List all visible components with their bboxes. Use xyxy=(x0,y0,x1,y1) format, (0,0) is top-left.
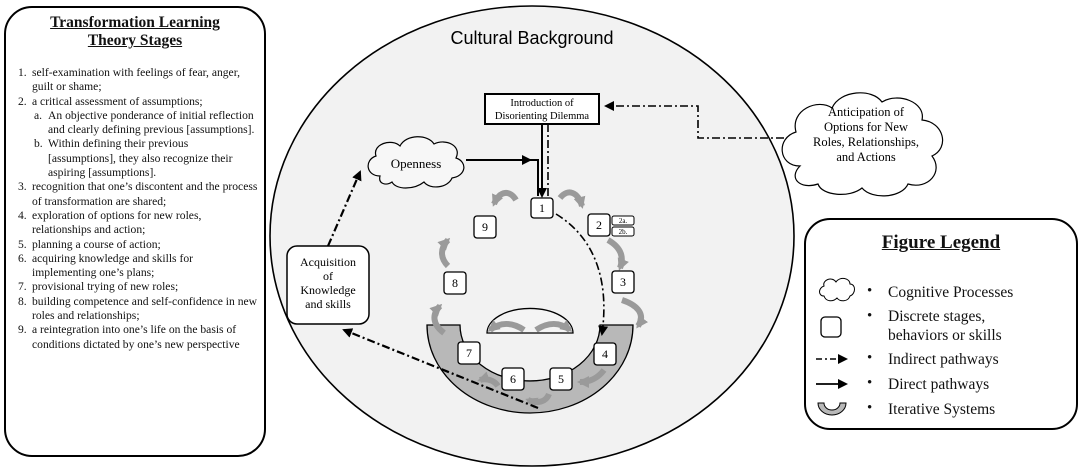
legend-bullet: • xyxy=(867,308,873,324)
stage-number-4: 4 xyxy=(602,347,608,361)
stage-boxes xyxy=(443,197,635,391)
stages-title: Transformation Learning Theory Stages xyxy=(6,14,264,50)
cycle-arrow xyxy=(437,237,451,269)
stage-item: 1.self-examination with feelings of fear… xyxy=(18,66,240,94)
legend-label-discrete-line2: behaviors or skills xyxy=(888,327,1002,344)
stage-number-2: 2 xyxy=(596,218,602,232)
legend-bullet: • xyxy=(867,400,873,416)
direct-pathways xyxy=(466,124,547,198)
anticipation-label-line2: Options for New xyxy=(824,120,908,134)
indirect-arrow xyxy=(604,101,784,139)
openness-label: Openness xyxy=(391,156,442,171)
cycle-arrow xyxy=(525,392,552,409)
cycle-arrow xyxy=(429,303,446,336)
stage-label-2a: 2a. xyxy=(619,217,628,225)
legend-title: Figure Legend xyxy=(881,232,1001,253)
cycle-arrow xyxy=(577,368,607,388)
legend-label-discrete-line1: Discrete stages, xyxy=(888,308,986,325)
stage-box-7 xyxy=(457,341,481,365)
indirect-arrow xyxy=(342,328,539,410)
legend-bullet: • xyxy=(867,375,873,391)
cloud-icon xyxy=(819,277,855,302)
stage-box-2b xyxy=(611,226,635,237)
stages-panel: Transformation Learning Theory Stages 1.… xyxy=(4,6,266,457)
cultural-background-ellipse xyxy=(269,5,795,467)
dilemma-box xyxy=(484,93,600,125)
stage-box-6 xyxy=(501,367,525,391)
stages-title-line2: Theory Stages xyxy=(87,32,183,49)
anticipation-label-line1: Anticipation of xyxy=(828,105,905,119)
stage-item: 7.provisional trying of new roles; xyxy=(18,280,179,294)
stage-box-labels: 1 2 2a. 2b. 3 4 5 6 7 8 9 xyxy=(452,201,628,386)
anticipation-label-line3: Roles, Relationships, xyxy=(813,135,919,149)
acquisition-label-line4: and skills xyxy=(305,297,351,311)
stage-box-5 xyxy=(549,367,573,391)
anticipation-cloud xyxy=(781,92,944,197)
acquisition-label-line3: Knowledge xyxy=(300,283,355,297)
stage-box-8 xyxy=(443,271,467,295)
indirect-arrow xyxy=(326,170,362,247)
stage-subitem: a.An objective ponderance of initial ref… xyxy=(34,108,255,137)
cycle-arrow xyxy=(477,371,501,388)
legend-icons xyxy=(816,277,855,416)
stage-item: 2.a critical assessment of assumptions; xyxy=(18,94,203,108)
legend-label-iterative: Iterative Systems xyxy=(888,401,996,418)
legend-label-indirect: Indirect pathways xyxy=(888,351,999,368)
stage-item: 3.recognition that one’s discontent and … xyxy=(18,180,258,208)
legend-label-direct: Direct pathways xyxy=(888,376,990,393)
legend-panel: Figure Legend • Cognitive Processes • Di… xyxy=(804,218,1078,430)
anticipation-label-line4: and Actions xyxy=(836,150,896,164)
stage-box-9 xyxy=(473,215,497,239)
acquisition-label-line2: of xyxy=(323,269,333,283)
legend-bullet: • xyxy=(867,350,873,366)
stage-label-2b: 2b. xyxy=(619,228,628,236)
cultural-background-label: Cultural Background xyxy=(450,28,613,48)
dilemma-label-line2: Disorienting Dilemma xyxy=(495,111,590,122)
cycle-arrow xyxy=(557,189,586,209)
stage-item: 9.a reintegration into one’s life on the… xyxy=(18,323,240,351)
indirect-arrow xyxy=(555,213,609,336)
stage-item: 8.building competence and self-confidenc… xyxy=(18,294,258,323)
stage-box-2a xyxy=(611,215,635,226)
stages-title-line1: Transformation Learning xyxy=(50,14,220,31)
stage-number-8: 8 xyxy=(452,276,458,290)
cycle-arrow xyxy=(606,237,629,271)
cycle-arrows xyxy=(429,189,649,409)
stage-item: 5.planning a course of action; xyxy=(18,237,161,251)
cycle-arrow xyxy=(491,190,519,207)
cycle-arrow xyxy=(534,319,573,333)
bowl-icon xyxy=(817,402,847,416)
openness-cloud xyxy=(367,136,465,189)
iterative-bowl xyxy=(426,324,634,414)
stage-subitem: b.Within defining their previous [assump… xyxy=(34,137,233,180)
stage-box-3 xyxy=(611,270,635,294)
stage-item: 6.acquiring knowledge and skills for imp… xyxy=(18,251,193,280)
stage-number-6: 6 xyxy=(510,372,516,386)
legend-bullet: • xyxy=(867,283,873,299)
stages-list: 1.self-examination with feelings of fear… xyxy=(18,66,258,352)
stage-number-7: 7 xyxy=(466,346,472,360)
legend-label-cognitive: Cognitive Processes xyxy=(888,284,1014,301)
stage-number-3: 3 xyxy=(620,275,626,289)
stage-box-2 xyxy=(587,213,611,237)
cycle-arrow xyxy=(487,319,526,333)
dilemma-label-line1: Introduction of xyxy=(510,98,574,109)
stage-number-5: 5 xyxy=(558,372,564,386)
stage-item: 4.exploration of options for new roles, … xyxy=(18,208,202,237)
stage-number-9: 9 xyxy=(482,220,488,234)
indirect-pathways xyxy=(326,101,784,410)
cycle-arrow xyxy=(620,297,649,329)
stage-box-4 xyxy=(593,342,617,366)
stage-number-1: 1 xyxy=(539,201,545,215)
rounded-square-icon xyxy=(820,316,842,338)
acquisition-label-line1: Acquisition xyxy=(300,255,356,269)
stage-box-1 xyxy=(530,197,554,219)
